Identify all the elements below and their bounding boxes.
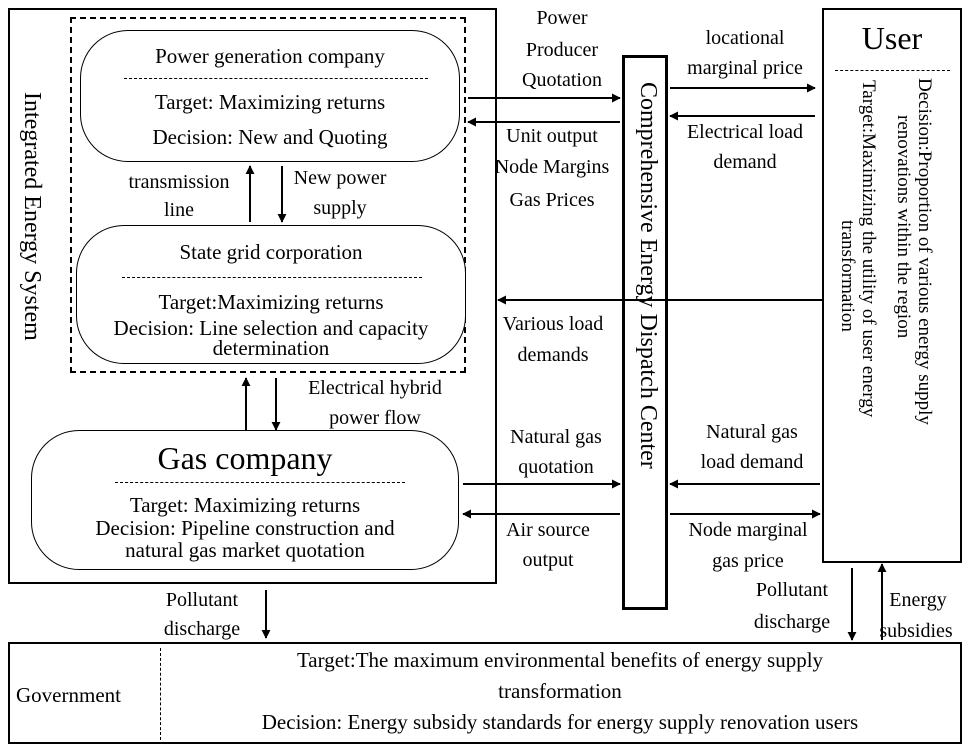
various-load-demands-label-1: Various load: [502, 313, 604, 335]
transmission-line-label-1: transmission: [128, 171, 230, 193]
power-generation-company-node: [80, 30, 460, 162]
user-node: [822, 8, 962, 563]
government-target-line1: Target:The maximum environmental benefit…: [296, 648, 824, 672]
power-generation-target: Target: Maximizing returns: [154, 90, 386, 114]
unit-output-label-2: Node Margins: [494, 156, 610, 178]
new-power-supply-label-1: New power: [293, 167, 387, 189]
pollutant-right-label-2: discharge: [753, 611, 831, 633]
state-grid-decision-line2: determination: [212, 336, 330, 360]
power-quotation-label-3: Quotation: [522, 69, 602, 91]
gas-company-target: Target: Maximizing returns: [129, 493, 361, 517]
various-load-demands-label-2: demands: [517, 344, 589, 366]
state-grid-target: Target:Maximizing returns: [158, 290, 384, 314]
power-generation-decision: Decision: New and Quoting: [152, 125, 388, 149]
government-decision: Decision: Energy subsidy standards for e…: [261, 710, 859, 734]
user-decision-line1: Decision:Proportion of various energy su…: [914, 78, 935, 425]
transmission-line-label-2: line: [164, 199, 194, 221]
user-decision-line2: renovations within the region: [893, 115, 914, 339]
pollutant-left-label-1: Pollutant: [165, 589, 239, 611]
user-divider: [835, 70, 950, 71]
node-gas-price-label-1: Node marginal: [688, 519, 808, 541]
integrated-energy-system-label: Integrated Energy System: [19, 92, 45, 341]
pollutant-right-label-1: Pollutant: [755, 579, 829, 601]
generation-group-box: [70, 17, 466, 373]
air-source-output-label-2: output: [522, 549, 574, 571]
dispatch-center-label: Comprehensive Energy Dispatch Center: [635, 82, 661, 469]
power-quotation-label-2: Producer: [525, 39, 599, 61]
unit-output-label-1: Unit output: [506, 125, 598, 147]
hybrid-power-flow-label-1: Electrical hybrid: [308, 377, 442, 399]
lmp-label-1: locational: [705, 27, 785, 49]
state-grid-corporation-node: [76, 225, 466, 364]
power-generation-title: Power generation company: [155, 44, 385, 68]
state-grid-decision-line1: Decision: Line selection and capacity: [113, 316, 429, 340]
energy-subsidies-label-2: subsidies: [879, 620, 953, 642]
user-target-line2: transformation: [837, 220, 858, 332]
ng-quotation-label-1: Natural gas: [510, 426, 602, 448]
user-target-line1: Target:Maximizing the utility of user en…: [858, 80, 879, 418]
new-power-supply-label-2: supply: [313, 197, 367, 219]
node-gas-price-label-2: gas price: [712, 550, 784, 572]
dispatch-center-node: [622, 55, 668, 610]
government-target-line2: transformation: [498, 679, 622, 703]
government-divider: [160, 648, 161, 740]
gas-company-node: [31, 430, 459, 570]
gas-company-title: Gas company: [157, 440, 333, 476]
power-quotation-label-1: Power: [536, 7, 588, 29]
government-node: [8, 642, 962, 744]
state-grid-title: State grid corporation: [179, 240, 363, 264]
energy-subsidies-label-1: Energy: [889, 589, 947, 611]
state-grid-divider: [122, 277, 422, 278]
hybrid-power-flow-label-2: power flow: [329, 407, 421, 429]
ng-load-demand-label-1: Natural gas: [706, 421, 798, 443]
electrical-load-demand-label-1: Electrical load: [686, 121, 804, 143]
electrical-load-demand-label-2: demand: [713, 151, 777, 173]
ng-quotation-label-2: quotation: [518, 456, 594, 478]
lmp-label-2: marginal price: [687, 57, 803, 79]
air-source-output-label-1: Air source: [506, 519, 590, 541]
gas-company-decision-line2: natural gas market quotation: [125, 538, 365, 562]
gas-company-divider: [115, 482, 405, 483]
unit-output-label-3: Gas Prices: [509, 189, 595, 211]
integrated-energy-system-box: [8, 8, 497, 584]
gas-company-decision-line1: Decision: Pipeline construction and: [95, 516, 395, 540]
power-generation-divider: [124, 78, 428, 79]
pollutant-left-label-2: discharge: [163, 618, 241, 640]
government-title: Government: [16, 683, 121, 707]
ng-load-demand-label-2: load demand: [700, 451, 804, 473]
user-title: User: [861, 20, 923, 56]
